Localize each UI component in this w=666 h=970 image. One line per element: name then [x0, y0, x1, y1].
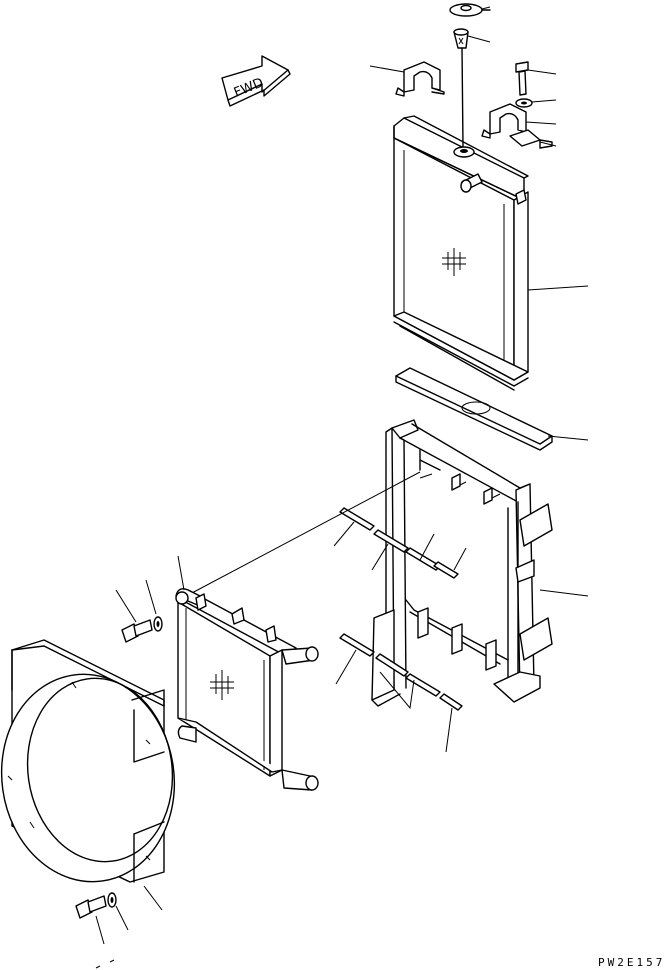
radiator — [393, 115, 589, 391]
bolt-mid — [115, 589, 153, 643]
assembly-line — [189, 471, 421, 595]
radiator-cap — [449, 3, 491, 17]
washer-top — [515, 98, 557, 108]
oil-cooler — [175, 555, 319, 791]
washer-bottom — [107, 892, 129, 931]
seal-plate — [395, 367, 589, 451]
washer-mid — [145, 579, 163, 632]
seal-strips-lower — [335, 633, 463, 753]
cushion-pad — [509, 129, 557, 149]
mounting-bracket-left — [369, 61, 445, 97]
seal-strips-upper — [333, 507, 467, 579]
filler-neck — [453, 28, 491, 147]
radiator-frame — [371, 419, 589, 707]
fan-shroud — [0, 639, 176, 911]
drawing-code: PW2E157 — [598, 956, 665, 969]
leader-stub — [95, 959, 115, 969]
bolt-bottom — [75, 895, 107, 945]
fwd-arrow: FWD — [221, 55, 291, 107]
bolt-top — [515, 61, 557, 96]
